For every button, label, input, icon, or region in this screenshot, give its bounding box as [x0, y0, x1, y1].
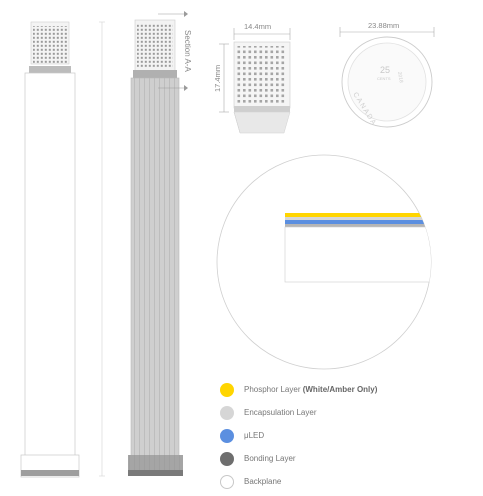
layer-bonding [285, 224, 431, 227]
flex-cable-outline [24, 72, 76, 474]
legend-suffix: (White/Amber Only) [302, 385, 378, 394]
uled-swatch [220, 428, 234, 443]
phosphor-swatch [220, 382, 234, 397]
height-dimension: 17.4mm [213, 65, 222, 92]
legend-item-encapsulation: Encapsulation Layer [220, 401, 460, 424]
coin-unit: CENTS [377, 76, 391, 81]
legend-label: Encapsulation Layer [244, 408, 317, 417]
section-label: Section A-A [183, 30, 192, 72]
ribbon-cable [130, 77, 180, 457]
chip-detail: 14.4mm 17.4mm [213, 22, 291, 134]
coin-dimension: 23.88mm [368, 21, 399, 30]
legend-item-uled: μLED [220, 424, 460, 447]
backplane-swatch [220, 474, 234, 489]
coin-comparison: 23.88mm 25 CENTS CANADA 2018 [339, 21, 435, 128]
coin-value: 25 [380, 65, 390, 75]
layer-backplane [284, 226, 431, 283]
legend-label: μLED [244, 431, 265, 440]
connector-strip [21, 470, 79, 476]
coin-year: 2018 [396, 71, 404, 83]
legend-item-phosphor: Phosphor Layer (White/Amber Only) [220, 378, 460, 401]
legend-label: Backplane [244, 477, 282, 486]
legend-label: Bonding Layer [244, 454, 296, 463]
encapsulation-swatch [220, 405, 234, 420]
legend-item-backplane: Backplane [220, 470, 460, 493]
chip-bond-strip [29, 66, 71, 73]
module-ribbon-view: Section A-A [128, 11, 192, 476]
legend-label: Phosphor Layer [244, 385, 301, 394]
legend-item-bonding: Bonding Layer [220, 447, 460, 470]
bonding-swatch [220, 451, 234, 466]
width-dimension: 14.4mm [244, 22, 271, 31]
module-front-view [20, 21, 105, 478]
legend: Phosphor Layer (White/Amber Only) Encaps… [220, 378, 460, 493]
magnified-section [216, 154, 432, 370]
chip-bond-strip [133, 70, 177, 78]
layer-uled [285, 220, 431, 224]
layer-encapsulation [285, 217, 431, 220]
layer-phosphor [285, 213, 431, 217]
